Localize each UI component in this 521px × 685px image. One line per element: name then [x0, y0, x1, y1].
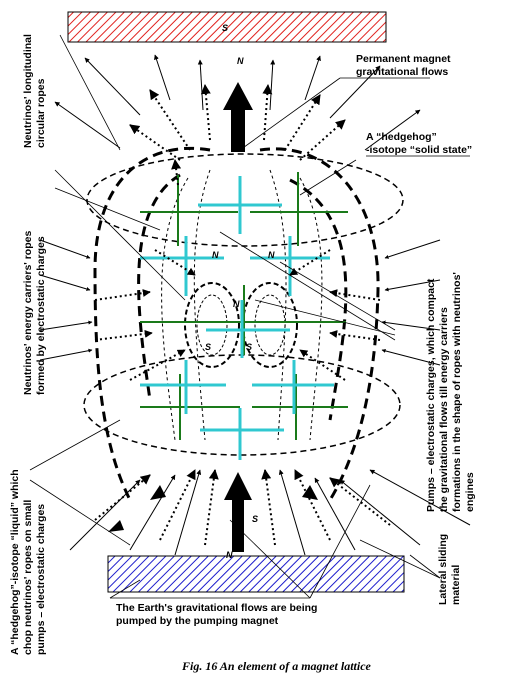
outer-field-lines [93, 146, 380, 501]
label-hedgehog-solid-1: A “hedgehog” [366, 131, 437, 143]
center-n-pole: N [233, 299, 240, 309]
center-loops [184, 282, 298, 368]
inner-dotted-arrows [94, 249, 381, 381]
thick-arrows [223, 82, 253, 552]
svg-text:Neutrinos' longitudinal: Neutrinos' longitudinal [22, 34, 34, 148]
svg-text:engines: engines [464, 472, 476, 512]
lower-ellipse [83, 354, 401, 456]
upper-n-pole: N [212, 250, 219, 260]
upper-dotted-arrows [129, 84, 346, 186]
label-earth-flows-2: pumped by the pumping magnet [116, 615, 279, 627]
svg-text:Pumps – electrostatic charges,: Pumps – electrostatic charges, which com… [425, 278, 437, 512]
svg-text:Neutrinos' energy carriers' ro: Neutrinos' energy carriers' ropes [22, 231, 34, 395]
lower-solid-arrows [69, 469, 471, 556]
svg-text:the gravitational flows till e: the gravitational flows till energy carr… [438, 307, 450, 512]
svg-text:pumps – electrostatic charges: pumps – electrostatic charges [35, 504, 47, 655]
center-s-pole: S [205, 342, 211, 352]
label-earth-flows-1: The Earth's gravitational flows are bein… [116, 602, 317, 614]
figure-caption: Fig. 16 An element of a magnet lattice [181, 659, 372, 673]
label-hedgehog-solid-2: -isotope “solid state” [366, 144, 472, 156]
svg-text:A “hedgehog”-isotope “liquid”: A “hedgehog”-isotope “liquid” which [9, 469, 21, 655]
svg-text:formed by electrostatic charge: formed by electrostatic charges [35, 236, 47, 395]
top-block-pole: S [222, 23, 228, 33]
bottom-magnet-block [107, 555, 405, 593]
cyan-crosses [140, 176, 334, 460]
svg-text:material: material [450, 565, 462, 605]
upper-solid-arrows [54, 54, 421, 151]
green-crosses [140, 172, 348, 440]
bottom-n-pole: N [226, 550, 233, 560]
top-arrow-pole: N [237, 56, 244, 66]
svg-text:Lateral sliding: Lateral sliding [437, 534, 449, 605]
lower-s-pole: S [252, 514, 258, 524]
center-s-pole-2: S [246, 342, 252, 352]
svg-text:formations in the shape of rop: formations in the shape of ropes with ne… [451, 272, 463, 512]
vertical-label-lateral: Lateral sliding material [437, 534, 462, 605]
leader-lines [29, 34, 441, 599]
upper-ellipse [86, 153, 404, 247]
vertical-label-neutrinos-longitudinal: Neutrinos' longitudinal circular ropes [22, 34, 47, 148]
vertical-label-energy-carriers: Neutrinos' energy carriers' ropes formed… [22, 231, 47, 395]
svg-text:circular ropes: circular ropes [35, 78, 47, 148]
vertical-label-pumps: Pumps – electrostatic charges, which com… [425, 272, 476, 512]
vertical-label-hedgehog-liquid: A “hedgehog”-isotope “liquid” which chop… [9, 469, 47, 655]
label-permanent-magnet-2: gravitational flows [356, 66, 448, 78]
bottom-filled-arrows [108, 485, 318, 532]
inner-field-lines [161, 169, 323, 441]
svg-text:chop neutrinos' ropes on small: chop neutrinos' ropes on small [22, 500, 34, 655]
lower-dotted-arrows [94, 469, 391, 546]
label-permanent-magnet-1: Permanent magnet [356, 53, 451, 65]
top-magnet-block [67, 11, 387, 43]
side-arrows [39, 239, 441, 366]
upper-n-pole-2: N [268, 250, 275, 260]
